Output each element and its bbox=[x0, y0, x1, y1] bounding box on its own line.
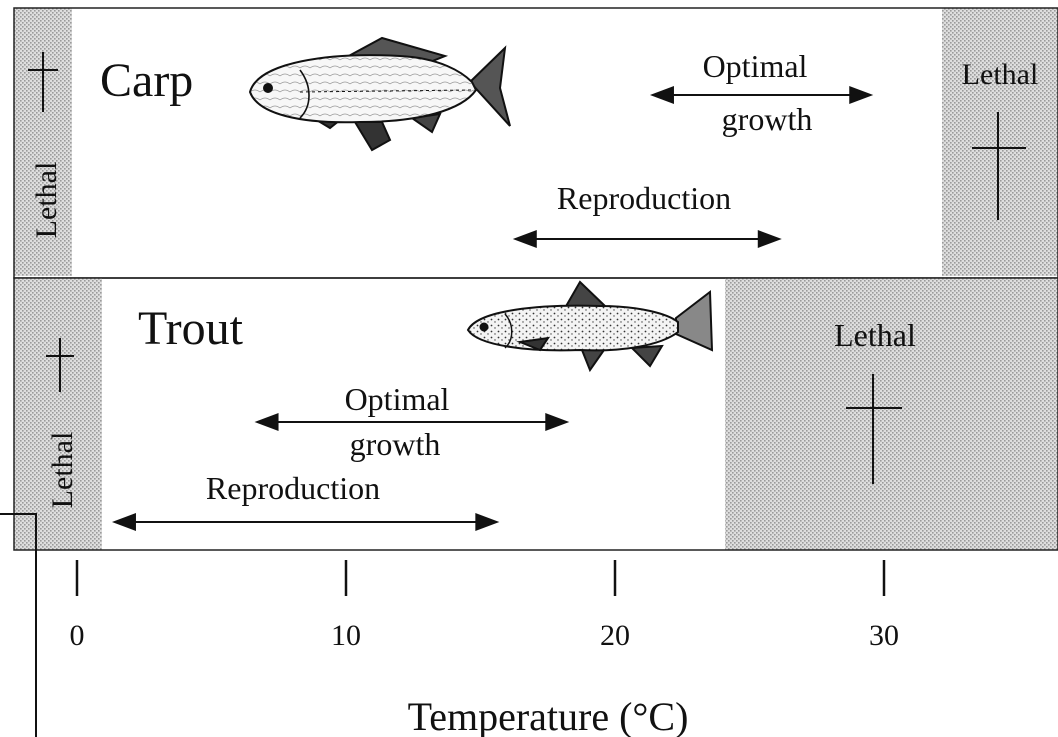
trout-lethal-low-label: Lethal bbox=[46, 432, 79, 509]
carp-optimal-arrow-left bbox=[649, 86, 674, 104]
x-tick-label: 30 bbox=[869, 619, 899, 652]
carp-optimal-label-1: Optimal bbox=[703, 48, 808, 84]
trout-optimal-label-1: Optimal bbox=[345, 381, 450, 417]
carp-optimal-growth-range: Optimal growth bbox=[649, 48, 874, 137]
trout-lethal-high-cross-icon bbox=[846, 374, 902, 484]
trout-lethal-high-zone bbox=[725, 278, 1058, 550]
trout-optimal-label-2: growth bbox=[350, 426, 441, 462]
trout-reproduction-label: Reproduction bbox=[206, 470, 380, 506]
carp-lethal-high-label: Lethal bbox=[962, 58, 1039, 91]
trout-reproduction-arrow-right bbox=[475, 513, 500, 531]
carp-lethal-low-label: Lethal bbox=[30, 162, 63, 239]
trout-reproduction-range: Reproduction bbox=[111, 470, 500, 531]
carp-reproduction-arrow-left bbox=[512, 230, 537, 248]
trout-optimal-arrow-right bbox=[545, 413, 570, 431]
carp-optimal-arrow-right bbox=[849, 86, 874, 104]
x-axis-title: Temperature (°C) bbox=[408, 694, 689, 737]
trout-lethal-low-cross-icon bbox=[46, 338, 74, 392]
scan-frame-corner bbox=[0, 513, 37, 737]
x-tick-label: 0 bbox=[70, 619, 85, 652]
x-tick-label: 20 bbox=[600, 619, 630, 652]
temperature-axis: 0 10 20 30 bbox=[70, 560, 899, 652]
carp-optimal-label-2: growth bbox=[722, 101, 813, 137]
carp-reproduction-arrow-right bbox=[757, 230, 782, 248]
x-tick-label: 10 bbox=[331, 619, 361, 652]
carp-lethal-low-cross-icon bbox=[28, 52, 58, 112]
trout-panel: Trout Optimal growth Reproduction bbox=[13, 277, 1058, 551]
trout-reproduction-arrow-left bbox=[111, 513, 136, 531]
trout-lethal-high-label: Lethal bbox=[834, 317, 916, 353]
carp-lethal-high-zone bbox=[942, 8, 1058, 276]
trout-panel-frame bbox=[13, 277, 1058, 551]
carp-fish-illustration bbox=[248, 36, 511, 152]
carp-title: Carp bbox=[100, 54, 193, 107]
trout-optimal-arrow-left bbox=[254, 413, 279, 431]
carp-lethal-high-cross-icon bbox=[972, 112, 1026, 220]
carp-panel: Carp Optimal growth Reproduction bbox=[13, 7, 1058, 279]
carp-reproduction-range: Reproduction bbox=[512, 180, 782, 248]
trout-lethal-low-zone bbox=[14, 278, 102, 550]
trout-title: Trout bbox=[138, 302, 244, 355]
trout-optimal-growth-range: Optimal growth bbox=[254, 381, 570, 462]
carp-reproduction-label: Reproduction bbox=[557, 180, 731, 216]
trout-fish-illustration bbox=[466, 280, 714, 373]
